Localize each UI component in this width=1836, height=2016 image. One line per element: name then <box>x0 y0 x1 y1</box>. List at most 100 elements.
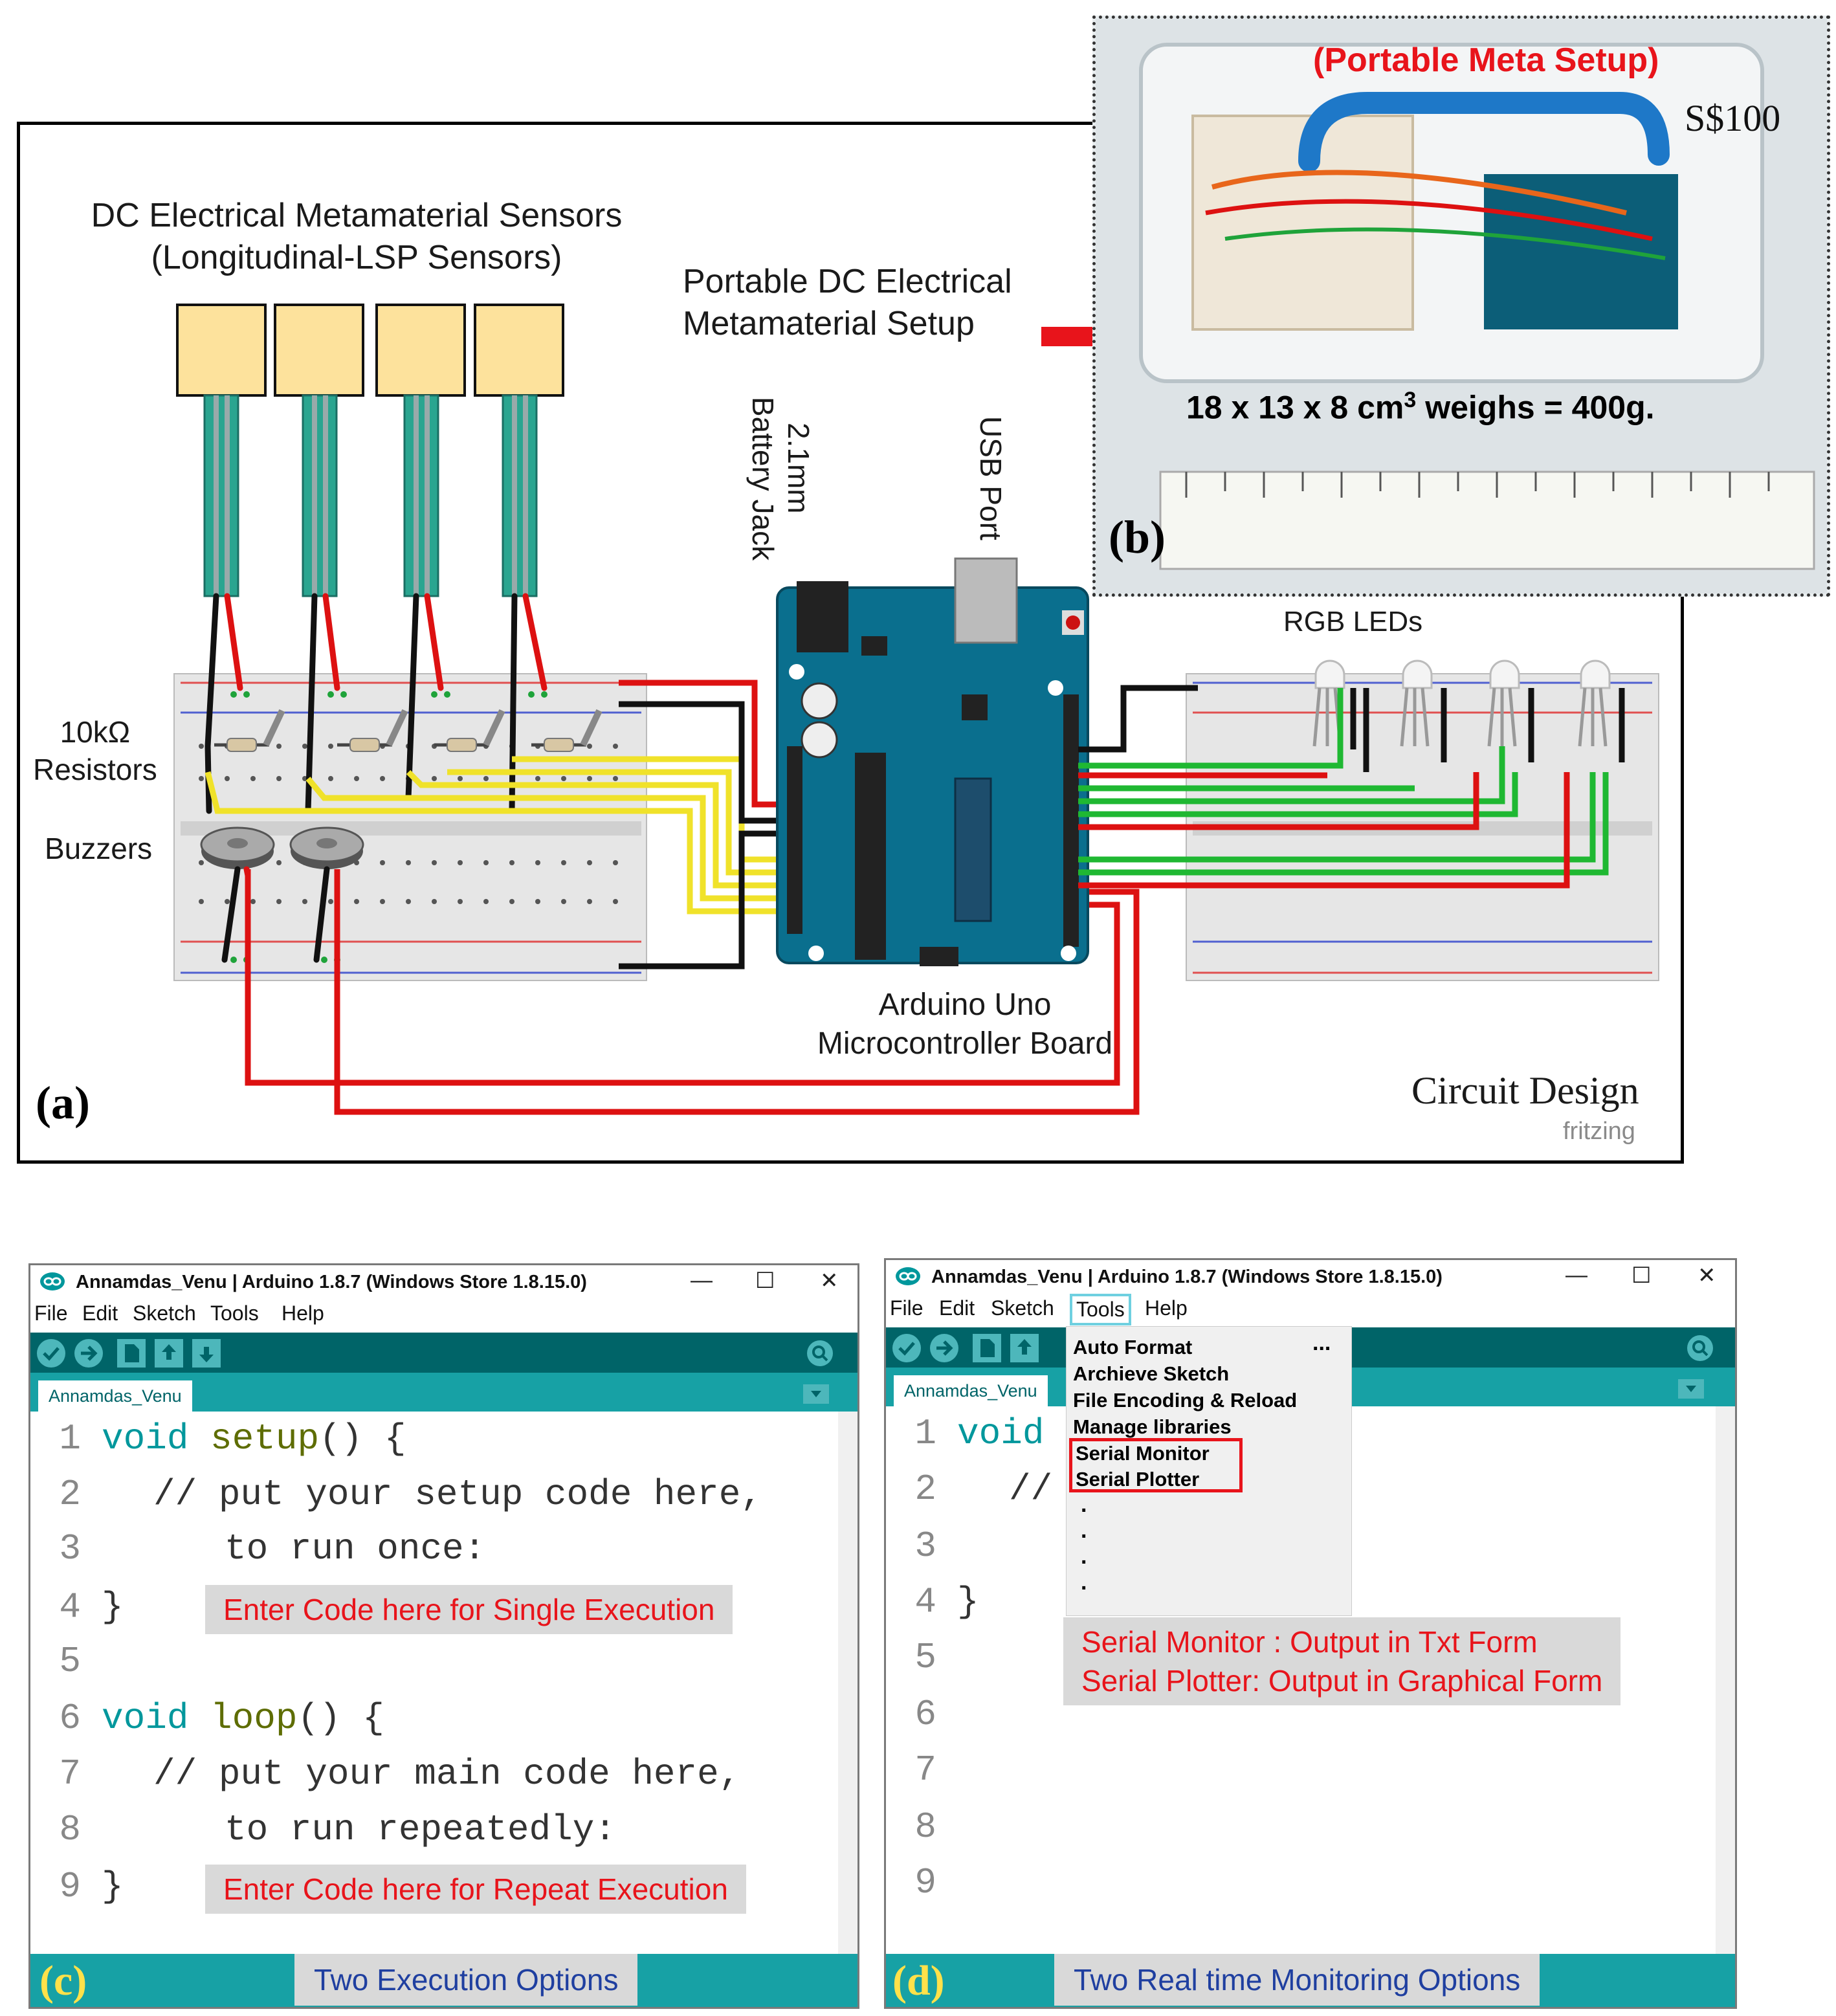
menu-item-file-encoding[interactable]: File Encoding & Reload <box>1073 1389 1298 1412</box>
menu-item-archive-sketch[interactable]: Archieve Sketch <box>1073 1362 1230 1385</box>
serial-monitor-icon[interactable] <box>806 1339 834 1368</box>
battery-jack-line2: Battery Jack <box>746 397 780 561</box>
arduino-logo-icon <box>40 1272 65 1290</box>
menu-item-auto-format[interactable]: Auto Format <box>1073 1336 1193 1358</box>
maximize-button[interactable]: ☐ <box>1631 1263 1652 1288</box>
line-number: 4 <box>59 1586 81 1628</box>
code-close-brace: } <box>102 1866 124 1907</box>
vertical-scrollbar[interactable] <box>838 1412 857 1958</box>
digital-wires <box>1078 685 1625 889</box>
menu-sketch[interactable]: Sketch <box>991 1296 1054 1320</box>
menu-item-serial-plotter[interactable]: Serial Plotter <box>1076 1468 1200 1490</box>
code-editor[interactable]: 1 2 3 4 5 6 7 8 9 void setup() { // put … <box>30 1412 838 1958</box>
resistors-label: 10kΩ Resistors <box>33 714 157 788</box>
execution-options-note: Two Execution Options <box>294 1954 638 2006</box>
tools-dropdown-menu: Auto Format ... Archieve Sketch File Enc… <box>1066 1326 1352 1616</box>
minimize-button[interactable]: — <box>1565 1263 1587 1287</box>
single-execution-note: Enter Code here for Single Execution <box>205 1585 733 1634</box>
line-number: 6 <box>59 1698 81 1739</box>
maximize-button[interactable]: ☐ <box>755 1268 775 1293</box>
menu-item-serial-monitor[interactable]: Serial Monitor <box>1076 1442 1210 1465</box>
menu-item-manage-libraries[interactable]: Manage libraries <box>1073 1415 1232 1438</box>
menu-help[interactable]: Help <box>1145 1296 1188 1320</box>
metamaterial-sensors <box>176 304 564 597</box>
panel-d-label: (d) <box>892 1957 945 2004</box>
line-number: 5 <box>914 1637 936 1678</box>
menu-ellipsis: ... <box>1312 1331 1331 1355</box>
code-line-loop: void loop() { <box>102 1698 384 1739</box>
menu-bar: File Edit Sketch Tools Help <box>886 1294 1735 1325</box>
line-number: 3 <box>914 1525 936 1567</box>
dimensions-exponent: 3 <box>1404 388 1417 412</box>
function-setup: setup <box>210 1418 320 1459</box>
tab-menu-chevron-down-icon[interactable] <box>803 1384 829 1404</box>
keyword-void: void <box>102 1418 189 1459</box>
portable-setup-label: Portable DC Electrical Metamaterial Setu… <box>683 261 1012 345</box>
verify-icon[interactable] <box>891 1333 922 1364</box>
tab-sketch[interactable]: Annamdas_Venu <box>894 1375 1048 1406</box>
serial-plotter-note: Serial Plotter: Output in Graphical Form <box>1081 1664 1603 1698</box>
code-line-setup: void setup() { <box>102 1418 406 1459</box>
monitoring-note: Serial Monitor : Output in Txt Form Seri… <box>1063 1617 1621 1705</box>
code-close-brace: } <box>102 1586 124 1628</box>
portable-line1: Portable DC Electrical <box>683 263 1012 300</box>
menu-dot: . <box>1081 1492 1087 1517</box>
close-button[interactable]: ✕ <box>1698 1263 1716 1288</box>
portable-line2: Metamaterial Setup <box>683 305 975 342</box>
line-number: 9 <box>59 1866 81 1907</box>
menu-sketch[interactable]: Sketch <box>133 1302 196 1325</box>
line-number: 2 <box>914 1468 936 1510</box>
serial-monitor-icon[interactable] <box>1686 1334 1714 1362</box>
title-bar: Annamdas_Venu | Arduino 1.8.7 (Windows S… <box>30 1265 857 1299</box>
menu-tools[interactable]: Tools <box>210 1302 259 1325</box>
line-number: 2 <box>59 1474 81 1515</box>
sensors-title-line1: DC Electrical Metamaterial Sensors <box>91 197 623 234</box>
arduino-logo-icon <box>896 1267 920 1285</box>
resistors-line1: 10kΩ <box>60 715 131 749</box>
menu-edit[interactable]: Edit <box>939 1296 975 1320</box>
menu-dot: . <box>1081 1518 1087 1543</box>
status-bar: (d) Two Real time Monitoring Options <box>886 1954 1735 2007</box>
setup-tail: () { <box>319 1418 406 1459</box>
photo-illustration <box>1096 19 1827 593</box>
dimensions-suffix: weighs = 400g. <box>1416 389 1655 426</box>
code-comment-loop-1: // put your main code here, <box>153 1753 741 1795</box>
upload-icon[interactable] <box>929 1333 960 1364</box>
toolbar <box>30 1333 857 1373</box>
tab-menu-chevron-down-icon[interactable] <box>1678 1379 1704 1399</box>
menu-help[interactable]: Help <box>282 1302 324 1325</box>
dimensions-label: 18 x 13 x 8 cm3 weighs = 400g. <box>1186 388 1655 426</box>
new-sketch-icon[interactable] <box>117 1339 146 1368</box>
menu-file[interactable]: File <box>890 1296 924 1320</box>
arduino-uno-board <box>776 557 1089 966</box>
line-number: 7 <box>914 1749 936 1791</box>
minimize-button[interactable]: — <box>691 1268 713 1292</box>
open-icon[interactable] <box>155 1339 183 1368</box>
line-number: 8 <box>59 1809 81 1850</box>
line-number: 4 <box>914 1581 936 1623</box>
battery-jack-line1: 2.1mm <box>782 423 815 514</box>
arduino-ide-window-d: Annamdas_Venu | Arduino 1.8.7 (Windows S… <box>884 1258 1737 2009</box>
open-icon[interactable] <box>1010 1334 1039 1362</box>
code-comment-setup-1: // put your setup code here, <box>153 1474 762 1515</box>
code-comment-setup-2: to run once: <box>225 1528 486 1569</box>
resistors-line2: Resistors <box>33 752 157 786</box>
tab-sketch[interactable]: Annamdas_Venu <box>38 1380 192 1412</box>
menu-tools[interactable]: Tools <box>1070 1294 1131 1325</box>
window-title: Annamdas_Venu | Arduino 1.8.7 (Windows S… <box>76 1271 587 1292</box>
menu-edit[interactable]: Edit <box>82 1302 118 1325</box>
function-loop: loop <box>210 1698 298 1739</box>
verify-icon[interactable] <box>36 1338 67 1369</box>
panel-c-label: (c) <box>39 1957 87 2004</box>
menu-file[interactable]: File <box>34 1302 68 1325</box>
upload-icon[interactable] <box>73 1338 104 1369</box>
menu-dot: . <box>1081 1570 1087 1595</box>
price-label: S$100 <box>1685 97 1781 139</box>
vertical-scrollbar[interactable] <box>1716 1406 1735 1956</box>
new-sketch-icon[interactable] <box>973 1334 1001 1362</box>
save-icon[interactable] <box>192 1339 221 1368</box>
line-number: 5 <box>59 1641 81 1682</box>
circuit-diagram <box>173 304 1659 1115</box>
close-button[interactable]: ✕ <box>820 1268 839 1293</box>
dimensions-prefix: 18 x 13 x 8 cm <box>1186 389 1404 426</box>
